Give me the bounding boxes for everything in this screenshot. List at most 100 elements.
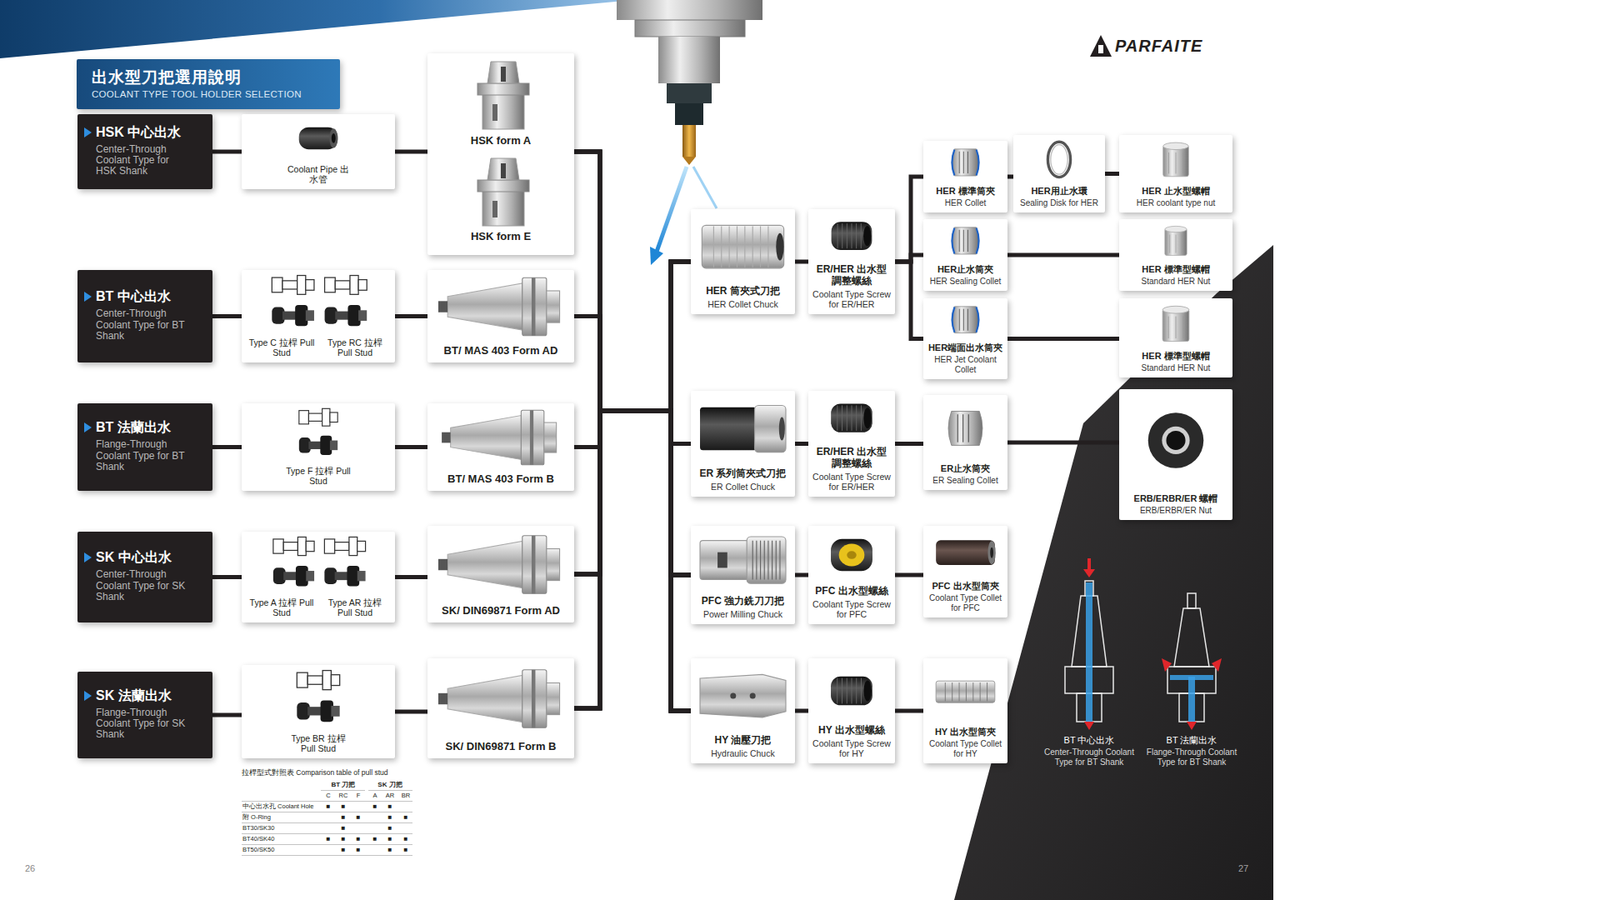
table-header: SK 刀把 (377, 780, 402, 790)
accessory-box: Type F 拉桿 Pull Stud (241, 403, 395, 491)
figure-caption: Flange-Through Coolant Type for BT Shank (1145, 747, 1239, 768)
table-header: F (356, 791, 361, 800)
box-subtitle: Coolant Type Collet for HY (926, 739, 1005, 759)
part-illustration (245, 535, 392, 593)
box-title: BT 法蘭出水 (95, 420, 171, 435)
box-title: HER用止水環 (1030, 185, 1087, 197)
box-subtitle: Power Milling Chuck (703, 609, 783, 620)
table-header: AR (385, 791, 395, 800)
box-title: BT/ MAS 403 Form AD (444, 345, 559, 358)
table-mark: ■ (388, 845, 393, 855)
box-subtitle: Sealing Disk for HER (1020, 198, 1099, 209)
collet-box: HY 出水型筒夾Coolant Type Collet for HY (923, 658, 1008, 764)
bullet-triangle (84, 552, 92, 563)
connector-line (895, 573, 924, 578)
table-mark: ■ (356, 835, 361, 844)
part-illustration (926, 222, 1005, 260)
box-title: BT 中心出水 (95, 289, 171, 305)
box-subtitle: Standard HER Nut (1141, 363, 1211, 374)
part-illustration (430, 529, 571, 600)
connector-line (1007, 175, 1014, 180)
part-illustration (1122, 301, 1230, 346)
figure-caption: BT 中心出水 (1064, 735, 1115, 746)
part-illustration (245, 273, 392, 333)
table-mark: ■ (341, 802, 346, 811)
bullet-triangle (84, 422, 92, 433)
box-subtitle: Type RC 拉桿 Pull Stud (321, 337, 389, 358)
table-header: BT 刀把 (331, 780, 356, 790)
connector-line (212, 150, 242, 155)
box-subtitle: Flange-Through Coolant Type for BT Shank (95, 439, 190, 473)
connector-line (574, 151, 691, 575)
nut-box: HER 標準型螺帽Standard HER Nut (1119, 219, 1233, 291)
brand-logo: PARFAITE (1115, 35, 1203, 56)
box-title: BT/ MAS 403 Form B (447, 473, 555, 486)
box-title: PFC 出水型螺絲 (815, 585, 888, 598)
part-illustration (926, 144, 1005, 181)
connector-line (574, 151, 691, 711)
screw-box: ER/HER 出水型調整螺絲Coolant Type Screw for ER/… (808, 209, 895, 315)
collet-box: HER止水筒夾HER Sealing Collet (923, 219, 1008, 291)
holder-box: HER 筒夾式刀把HER Collet Chuck (690, 209, 795, 315)
box-title: SK 中心出水 (95, 550, 172, 565)
box-subtitle: ERB/ERBR/ER Nut (1140, 505, 1212, 516)
table-row-label: BT40/SK40 (242, 835, 275, 844)
box-title: Type F 拉桿 Pull Stud (285, 465, 352, 486)
box-subtitle: Coolant Type Collet for PFC (926, 593, 1005, 613)
box-subtitle: Coolant Type Screw for ER/HER (811, 471, 892, 492)
table-header: C (325, 791, 330, 800)
connector-line (395, 710, 428, 715)
accessory-box: Type A 拉桿 Pull StudType AR 拉桿 Pull Stud (241, 531, 395, 623)
connector-line (212, 445, 242, 450)
table-mark: ■ (341, 813, 346, 822)
table-header: BR (401, 791, 410, 800)
shank-box: HSK form AHSK form E (427, 53, 575, 255)
collet-box: HER 標準筒夾HER Collet (923, 140, 1008, 213)
box-title: HER止水筒夾 (937, 264, 994, 275)
connector-line (395, 314, 428, 319)
box-title: SK 法蘭出水 (95, 688, 172, 704)
part-illustration (926, 661, 1005, 722)
box-title: HSK form A (470, 135, 531, 148)
box-subtitle: ER Sealing Collet (932, 475, 998, 486)
box-subtitle: Flange-Through Coolant Type for SK Shank (95, 707, 190, 741)
nut-box: ERB/ERBR/ER 螺帽ERB/ERBR/ER Nut (1119, 389, 1233, 520)
connector-line (795, 260, 809, 265)
table-mark: ■ (356, 845, 361, 855)
box-subtitle: Center-Through Coolant Type for SK Shank (95, 569, 190, 603)
box-title: Type C 拉桿 Pull Stud (248, 337, 315, 358)
box-subtitle: Hydraulic Chuck (710, 748, 775, 759)
figure-caption: BT 法蘭出水 (1166, 735, 1218, 746)
table-mark: ■ (326, 835, 331, 844)
screw-box: HY 出水型螺絲Coolant Type Screw for HY (808, 658, 895, 764)
box-title: Coolant Pipe 出水管 (285, 164, 352, 185)
connector-line (895, 261, 924, 340)
part-illustration (811, 529, 892, 581)
table-mark: ■ (373, 835, 378, 844)
connector-line (395, 445, 428, 450)
box-title: SK/ DIN69871 Form AD (441, 605, 560, 618)
box-title: Type BR 拉桿 Pull Stud (285, 733, 352, 754)
category-box: BT 中心出水Center-Through Coolant Type for B… (77, 270, 213, 363)
box-title: HSK 中心出水 (95, 125, 181, 140)
shank-box: SK/ DIN69871 Form B (427, 658, 575, 759)
box-title: HY 出水型螺絲 (818, 725, 885, 737)
connector-line (574, 151, 691, 445)
part-illustration (245, 406, 392, 461)
part-illustration (811, 661, 892, 720)
box-title: HER 止水型螺帽 (1141, 185, 1210, 197)
box-title: HER 標準型螺帽 (1141, 350, 1210, 362)
connector-line (395, 575, 428, 580)
connector-line (574, 261, 691, 575)
box-title: HY 油壓刀把 (715, 735, 772, 747)
box-subtitle: Type AR 拉桿 Pull Stud (321, 597, 389, 618)
box-title: HER 標準型螺帽 (1141, 264, 1210, 275)
table-header: RC (339, 791, 349, 800)
collet-box: PFC 出水型筒夾Coolant Type Collet for PFC (923, 525, 1008, 618)
part-illustration (430, 406, 571, 469)
connector-line (574, 261, 691, 448)
category-box: BT 法蘭出水 Flange-Through Coolant Type for B… (77, 403, 213, 491)
connector-line (574, 410, 691, 711)
